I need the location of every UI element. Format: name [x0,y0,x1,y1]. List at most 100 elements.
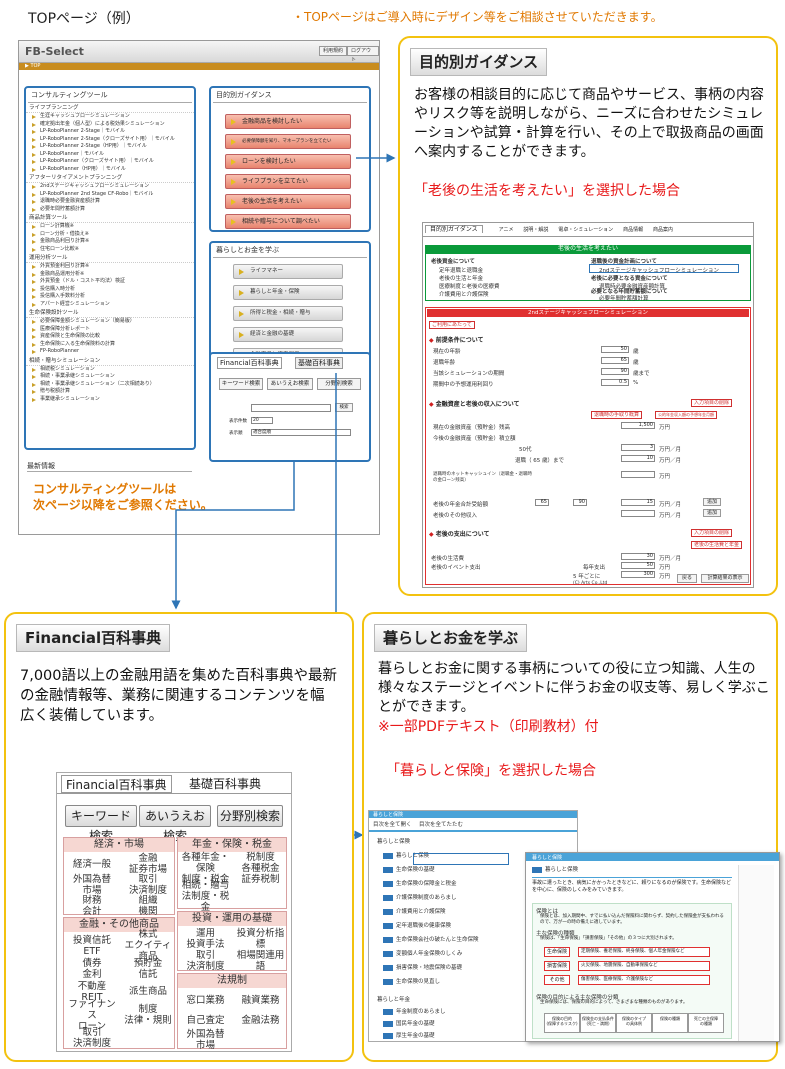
sec1-input[interactable]: 65 [601,357,629,364]
sec2-add-button-2[interactable]: 追加 [703,509,721,517]
kurashi-collapse-all[interactable]: 目次を全てたたむ [419,822,464,828]
consult-tool-link[interactable]: 医療保障分析レポート [26,326,194,334]
guidance-btn-loan[interactable]: ローンを検討したい [225,154,351,169]
consult-tool-link[interactable]: 住宅ローン比較※ [26,246,194,254]
fin-tab-main[interactable]: Financial百科事典 [61,775,172,793]
consult-tool-link[interactable]: 相続・事業承継シミュレーション（二次相続あり） [26,381,194,389]
sec2-clear-button[interactable]: 入力項目の削除 [691,399,733,407]
kurashi-btn-tax[interactable]: 所得と税金・相続・贈与 [233,306,343,321]
fin-term-link[interactable]: 投資信託 ETF [72,934,111,957]
consult-tool-link[interactable]: 必要保障金額シミュレーション（簡易版） [26,318,194,326]
sec1-input[interactable]: 50 [601,346,629,353]
sim-back-button[interactable]: 戻る [677,574,697,583]
consult-tool-link[interactable]: 資産保険と生命保険の比較 [26,333,194,341]
consult-tool-link[interactable]: LP-RoboPlanner（クローズサイト用）｜モバイル [26,158,194,166]
sec3-input-1[interactable]: 30 [621,553,655,560]
fin-term-link[interactable]: 取引 決済制度 [186,950,225,972]
sec3-living-button[interactable]: 老後の生活費と年金 [691,541,743,549]
fin-term-link[interactable]: 税制度 各種税金 証券税制 [241,851,280,885]
tab-link-anime[interactable]: アニメ [498,227,514,233]
consult-tool-link[interactable]: 確定拠出年金（個人型）による税効果シミュレーション [26,121,194,129]
sec3-input-3[interactable]: 300 [621,571,655,578]
financial-tab-main[interactable]: Financial百科事典 [217,357,282,369]
fin-term-link[interactable]: 金融法務 [241,1014,280,1026]
sec2-to-age[interactable]: 90 [573,499,587,506]
fin-term-link[interactable]: 融資業務 [241,994,280,1006]
fin-term-link[interactable]: 投資分析指標 [236,928,285,950]
kurashi-lesson[interactable]: 介護費用と介護保険 [383,907,446,917]
sec2-input[interactable] [621,471,655,478]
fin-term-link[interactable]: 金融 証券市場 [128,853,167,876]
consult-tool-link[interactable]: LP-RoboPlanner 2-Stage｜モバイル [26,128,194,136]
sec2-input[interactable]: 10 [621,455,655,462]
fin-term-link[interactable]: 派生商品 [128,986,167,998]
kurashi-group-1[interactable]: 暮らしと保険 [377,839,411,845]
kurashi-lesson[interactable]: 生命保険会社の破たんと生命保険 [383,935,479,945]
category-search-button[interactable]: 分野別検索 [317,378,361,390]
tab-link-explain[interactable]: 説明・解説 [523,227,549,233]
consult-tool-link[interactable]: 投信購入時分析 [26,286,194,294]
consult-tool-link[interactable]: LP-RoboPlanner｜モバイル [26,151,194,159]
kurashi-lesson[interactable]: 生命保険の基礎 [383,865,435,875]
fin-term-link[interactable]: 取引 決済制度 [128,873,167,896]
kurashi-lesson[interactable]: 厚生年金の基礎 [383,1031,435,1041]
consult-tool-link[interactable]: 外貨預金（ドル・コスト平均法）検証 [26,278,194,286]
order-select[interactable]: 適合度順 [251,429,351,436]
sec3-input-2[interactable]: 50 [621,562,655,569]
sec1-input[interactable]: 0.5 [601,379,629,386]
fin-aiueo-button[interactable]: あいうえお検索 [139,805,211,843]
guidance-screen-tab[interactable]: 目的別ガイダンス [425,225,483,233]
topic-right-sim[interactable]: 2ndステージキャッシュフローシミュレーション [599,268,720,274]
fin-term-link[interactable]: 制度 法律・規則 [124,1004,172,1027]
consult-tool-link[interactable]: 投信購入手数料分析 [26,293,194,301]
financial-search-input[interactable] [251,404,331,412]
fin-term-link[interactable]: 不動産 REIT [77,980,107,1003]
topic-left-4[interactable]: 介護費用と介護保険 [439,292,489,298]
consult-tool-link[interactable]: LP-RoboPlanner 2-Stage（クローズサイト用）｜モバイル [26,136,194,144]
kurashi-group-2[interactable]: 暮らしと年金 [377,997,411,1003]
consult-tool-link[interactable]: アパート経営シミュレーション [26,301,194,309]
consult-tool-link[interactable]: 相続税シミュレーション [26,366,194,374]
fin-term-link[interactable]: 取引 決済制度 [72,1027,111,1050]
topic-right-item2[interactable]: 退職時必要金融資産額計算 [599,284,666,290]
consult-tool-link[interactable]: LP-RoboPlanner 2-Stage（HP用）｜モバイル [26,143,194,151]
sec3-clear-button[interactable]: 入力項目の削除 [691,529,733,537]
fin-term-link[interactable]: 相続・贈与 法制度・税金 [181,879,230,913]
consult-tool-link[interactable]: 退職時必要金融資産額計算 [26,198,194,206]
sec2-add-button-1[interactable]: 追加 [703,498,721,506]
tab-link-calc[interactable]: 電卓・シミュレーション [558,227,614,233]
fin-tab-basic[interactable]: 基礎百科事典 [189,777,262,791]
breadcrumb-top[interactable]: TOP [30,63,41,69]
sec2-input[interactable]: 1,500 [621,422,655,429]
kurashi-lesson[interactable]: 介護保険制度のあらまし [383,893,457,903]
guidance-btn-lifeplan[interactable]: ライフプランを立てたい [225,174,351,189]
guidance-btn-inheritance[interactable]: 相続や贈与について調べたい [225,214,351,229]
consult-tool-link[interactable]: 生命保険に入る生命保険料の計算 [26,341,194,349]
guidance-btn-retirement[interactable]: 老後の生活を考えたい [225,194,351,209]
consult-tool-link[interactable]: LP-RoboPlanner 2nd Stage CF-Robo｜モバイル [26,191,194,199]
fin-term-link[interactable]: 運用 投資手法 [186,928,225,950]
topic-right-item3[interactable]: 必要年間貯蓄額計算 [599,296,649,302]
sim-result-button[interactable]: 計算結果の表示 [701,574,749,583]
fin-field-button[interactable]: 分野別検索 [217,805,283,827]
consult-tool-link[interactable]: 外貨預金利回り計算※ [26,263,194,271]
fin-term-link[interactable]: 自己査定 [186,1014,225,1026]
topic-left-3[interactable]: 医療制度と老後の医療費 [439,284,500,290]
fin-term-link[interactable]: ファイナンス ローン [68,998,116,1032]
aiueo-search-button[interactable]: あいうえお検索 [267,378,313,390]
fin-term-link[interactable]: 外国為替 市場 [186,1029,225,1051]
kurashi-expand-all[interactable]: 目次を全て開く [373,822,412,828]
kurashi-lesson[interactable]: 損害保険・地震保険の基礎 [383,963,462,973]
sec2-retire-calc-button[interactable]: 退職時の手取り概算 [591,411,643,419]
consult-tool-link[interactable]: ローン分析・借換え※ [26,231,194,239]
sec2-input[interactable] [621,510,655,517]
keyword-search-button[interactable]: キーワード検索 [219,378,263,390]
consult-tool-link[interactable]: 相続・事業承継シミュレーション [26,373,194,381]
fin-keyword-button[interactable]: キーワード検索 [65,805,137,843]
kurashi-lesson[interactable]: 生命保険の見直し [383,977,440,987]
terms-button[interactable]: 利用規約 [319,46,348,56]
fin-term-link[interactable]: 株式 エクイティ商品 [124,929,172,963]
kurashi-btn-lifemoney[interactable]: ライフマネー [233,264,343,279]
fin-term-link[interactable]: 債券 金利 [82,957,102,980]
tab-link-guide[interactable]: 商品案内 [653,227,674,233]
